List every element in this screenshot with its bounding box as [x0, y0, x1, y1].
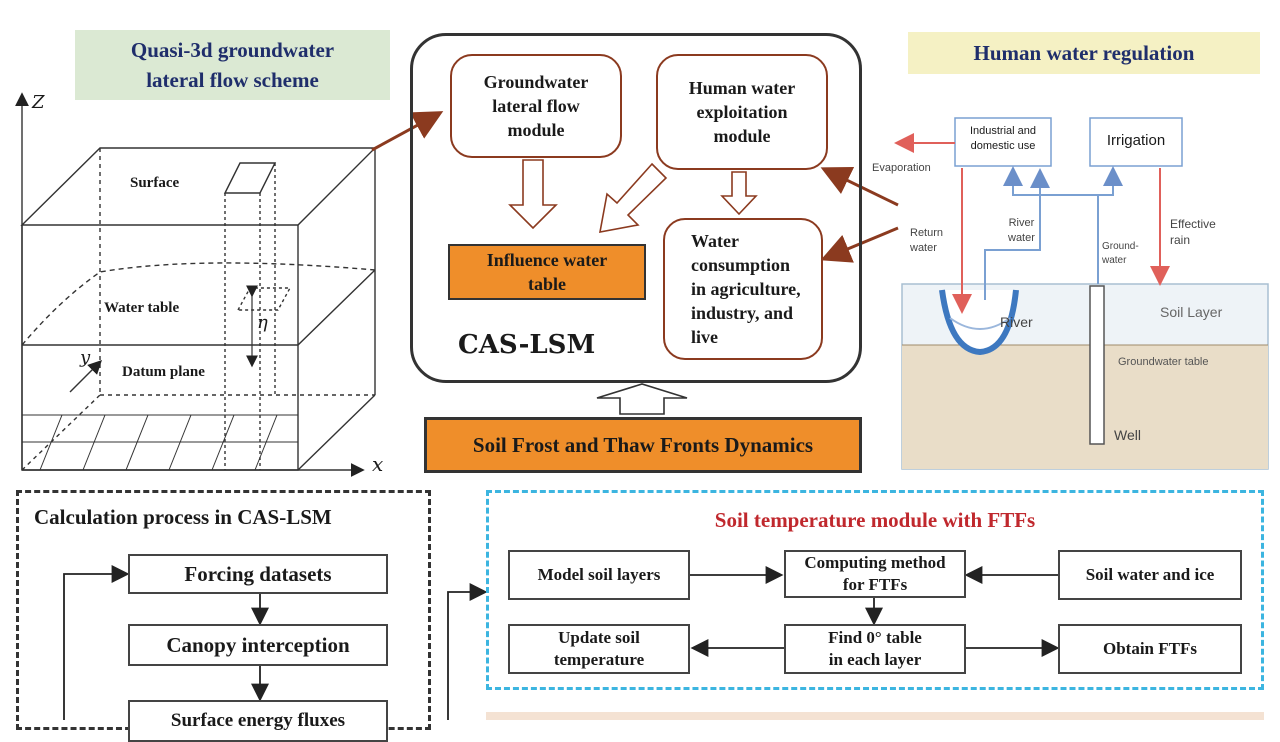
river-label: River [1000, 314, 1033, 330]
obtain-ftfs-box: Obtain FTFs [1058, 624, 1242, 674]
human-water-regulation-title: Human water regulation [908, 32, 1260, 74]
caslsm-arrows [508, 159, 758, 415]
surface-label: Surface [130, 175, 180, 191]
consumption-line1: Water [691, 231, 739, 251]
water-table-label: Water table [104, 300, 180, 316]
axis-x-label: x [372, 452, 384, 476]
human-water-schematic [894, 117, 1269, 470]
effective-line1: Effective [1170, 217, 1216, 231]
consumption-line4: industry, and [691, 303, 794, 323]
find-line1: Find 0° table [828, 628, 922, 647]
axis-y-label: y [80, 347, 91, 368]
influence-line2: table [528, 274, 566, 294]
irrigation-box: Irrigation [1106, 132, 1166, 149]
bottom-strip [486, 712, 1264, 720]
calculation-process-title: Calculation process in CAS-LSM [34, 505, 332, 529]
quasi3d-title-line2: lateral flow scheme [146, 68, 319, 92]
step-forcing-datasets: Forcing datasets [128, 554, 388, 594]
eta-label: η [257, 312, 268, 333]
gw-module-line2: lateral flow [492, 96, 580, 116]
update-soil-temperature-box: Update soil temperature [508, 624, 690, 674]
soil-arrows [690, 566, 1060, 657]
soil-water-ice-box: Soil water and ice [1058, 550, 1242, 600]
quasi3d-title-line1: Quasi-3d groundwater [130, 38, 335, 62]
river-water-line1: River [1008, 217, 1035, 229]
return-line1: Return [910, 227, 944, 239]
groundwater-line2: water [1102, 255, 1127, 266]
soil-frost-thaw-box: Soil Frost and Thaw Fronts Dynamics [424, 417, 862, 473]
soil-temperature-module-box [486, 490, 1264, 690]
groundwater-table-label: Groundwater table [1118, 356, 1209, 368]
linkage-arrows [371, 111, 899, 263]
consumption-line5: live [691, 327, 718, 347]
human-water-exploitation-module: Human water exploitation module [656, 54, 828, 170]
hw-module-line2: exploitation [696, 102, 788, 122]
evaporation-label: Evaporation [872, 162, 931, 174]
datum-plane-label: Datum plane [122, 364, 205, 380]
soil-water-ice-text: Soil water and ice [1085, 565, 1215, 584]
gw-module-line3: module [507, 120, 565, 140]
effective-line2: rain [1170, 233, 1191, 247]
influence-water-table-box: Influence water table [448, 244, 646, 300]
industrial-line1: Industrial and [969, 125, 1037, 137]
model-soil-layers-box: Model soil layers [508, 550, 690, 600]
river-water-line2: water [1008, 232, 1035, 244]
industrial-domestic-box: Industrial and domestic use [955, 124, 1051, 154]
consumption-line3: in agriculture, [691, 279, 801, 299]
computing-line1: Computing method [804, 553, 946, 572]
effective-rain-label: Effective rain [1170, 216, 1216, 248]
hw-module-line3: module [713, 126, 771, 146]
obtain-ftfs-text: Obtain FTFs [1103, 639, 1197, 658]
quasi3d-title: Quasi-3d groundwater lateral flow scheme [75, 30, 390, 100]
step-surface-energy-fluxes: Surface energy fluxes [128, 700, 388, 742]
consumption-line2: consumption [691, 255, 791, 275]
industrial-line2: domestic use [970, 140, 1036, 152]
return-line2: water [910, 242, 937, 254]
river-water-label: River water [1008, 216, 1035, 246]
find-zero-table-box: Find 0° table in each layer [784, 624, 966, 674]
groundwater-line1: Ground- [1102, 241, 1139, 252]
return-water-label: Return water [910, 226, 943, 256]
model-soil-layers-text: Model soil layers [537, 565, 661, 584]
soil-layer-label: Soil Layer [1160, 304, 1223, 320]
step-canopy-interception: Canopy interception [128, 624, 388, 666]
groundwater-box-3d [15, 92, 377, 477]
caslsm-container [410, 33, 862, 383]
computing-line2: for FTFs [842, 575, 908, 594]
groundwater-label: Ground- water [1102, 240, 1139, 268]
hw-module-line1: Human water [688, 78, 796, 98]
gw-module-line1: Groundwater [483, 72, 589, 92]
diagram-graphics [15, 92, 1269, 720]
soil-temperature-title: Soil temperature module with FTFs [714, 508, 1036, 532]
groundwater-lateral-flow-module: Groundwater lateral flow module [450, 54, 622, 158]
axis-z-label: Z [32, 92, 45, 113]
find-line2: in each layer [828, 650, 922, 669]
water-consumption-box: Water consumption in agriculture, indust… [663, 218, 823, 360]
caslsm-label: CAS-LSM [458, 330, 596, 360]
influence-line1: Influence water [486, 250, 608, 270]
update-line1: Update soil [558, 628, 640, 647]
update-line2: temperature [553, 650, 645, 669]
calc-arrows [63, 565, 488, 720]
well-label: Well [1114, 427, 1141, 443]
computing-method-box: Computing method for FTFs [784, 550, 966, 598]
